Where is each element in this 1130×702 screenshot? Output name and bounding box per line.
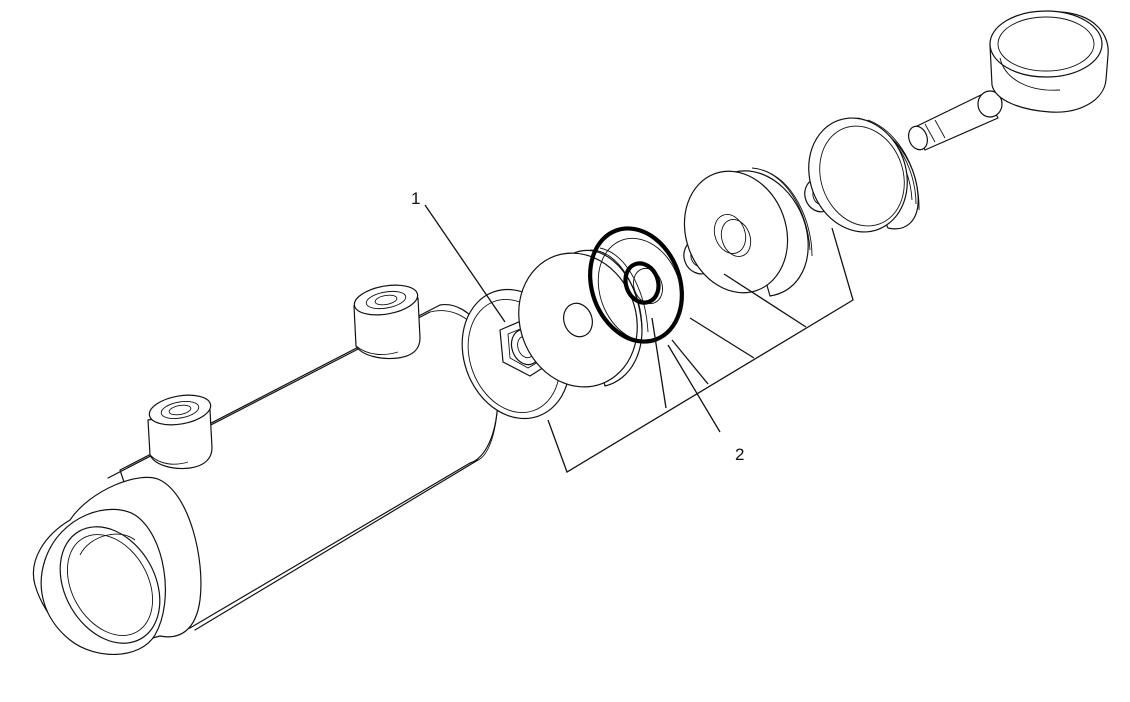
callout-2-label: 2: [735, 445, 744, 464]
cylinder-barrel: [32, 284, 499, 656]
piston-seal-small: [623, 261, 663, 305]
callout-2-leader: [667, 344, 721, 433]
end-cap: [808, 117, 920, 233]
gland: [683, 167, 813, 297]
rod-eye: [907, 10, 1109, 151]
callout-1-leader: [424, 204, 506, 323]
parts-bracket: [547, 227, 854, 473]
callout-1-label: 1: [411, 189, 420, 208]
